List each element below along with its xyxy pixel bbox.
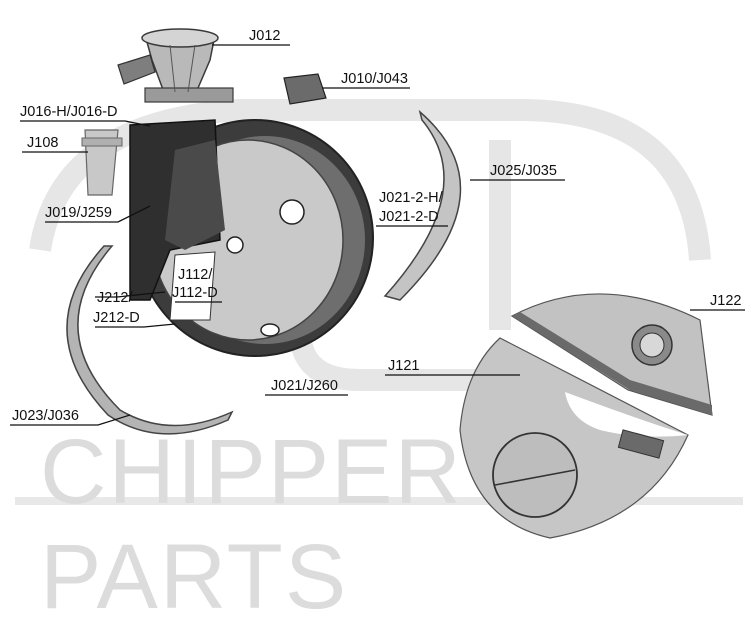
curved-band-part-j023: [66, 245, 234, 435]
label-j023-j036: J023/J036: [12, 408, 79, 424]
leader-j019: [45, 205, 151, 223]
bracket-part-j108: [81, 129, 123, 196]
leader-j212-b: [95, 323, 176, 328]
leader-j016: [20, 120, 151, 127]
label-j019-j259: J019/J259: [45, 205, 112, 221]
watermark-text: CHIPPER PARTS: [40, 421, 463, 628]
plate-part-j010: [283, 73, 327, 105]
hopper-part-j012: [117, 28, 234, 103]
curved-blade-part-j025: [383, 109, 462, 301]
housing-part-j021: [129, 119, 374, 357]
exploded-parts-diagram: [10, 28, 745, 539]
label-j021-2-line2: J021-2-D: [379, 209, 439, 225]
label-j112-line1: J112/: [178, 267, 213, 283]
label-j010-j043: J010/J043: [341, 71, 408, 87]
cover-part-j122: [510, 293, 713, 416]
leader-lines: [10, 44, 745, 426]
leader-j023: [10, 414, 131, 426]
label-j025-j035: J025/J035: [490, 163, 557, 179]
label-j016: J016-H/J016-D: [20, 104, 118, 120]
label-j021-2-line1: J021-2-H/: [379, 190, 443, 206]
label-j212-line1: J212/: [97, 290, 133, 306]
label-j212-line2: J212-D: [93, 310, 140, 326]
label-j012: J012: [249, 28, 281, 44]
label-j121: J121: [388, 358, 420, 374]
label-j108: J108: [27, 135, 59, 151]
leader-j212: [95, 291, 166, 298]
label-j021-j260: J021/J260: [271, 378, 338, 394]
cover-part-j121: [459, 337, 689, 539]
label-j122: J122: [710, 293, 742, 309]
label-j112-line2: J112-D: [172, 285, 218, 301]
watermark-underline: [15, 497, 743, 505]
